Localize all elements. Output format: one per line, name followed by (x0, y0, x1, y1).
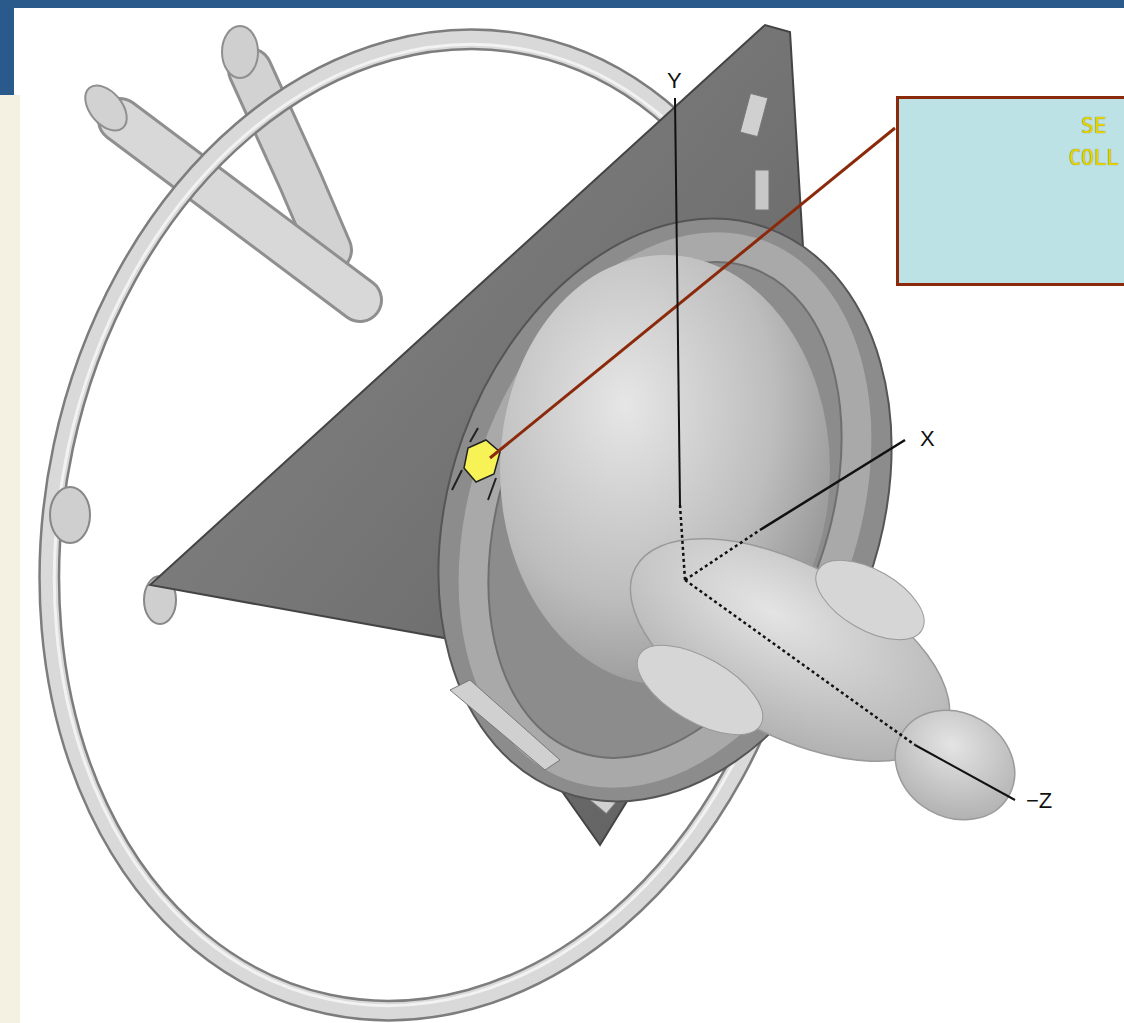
band-gap (450, 680, 560, 770)
side-strip (0, 95, 20, 1023)
top-bar (0, 0, 1124, 8)
mount-knobs (50, 487, 176, 624)
callout-text: SE COLL (1068, 111, 1119, 174)
callout-box: SE COLL (896, 96, 1124, 286)
patient-upper-body (596, 493, 1035, 841)
axis-label: X (920, 428, 935, 450)
leader-line (490, 128, 895, 458)
axis-label: −Z (1026, 790, 1052, 812)
axis-label: Y (667, 70, 682, 92)
side-bar (0, 0, 14, 95)
detector-crystal (452, 428, 500, 500)
